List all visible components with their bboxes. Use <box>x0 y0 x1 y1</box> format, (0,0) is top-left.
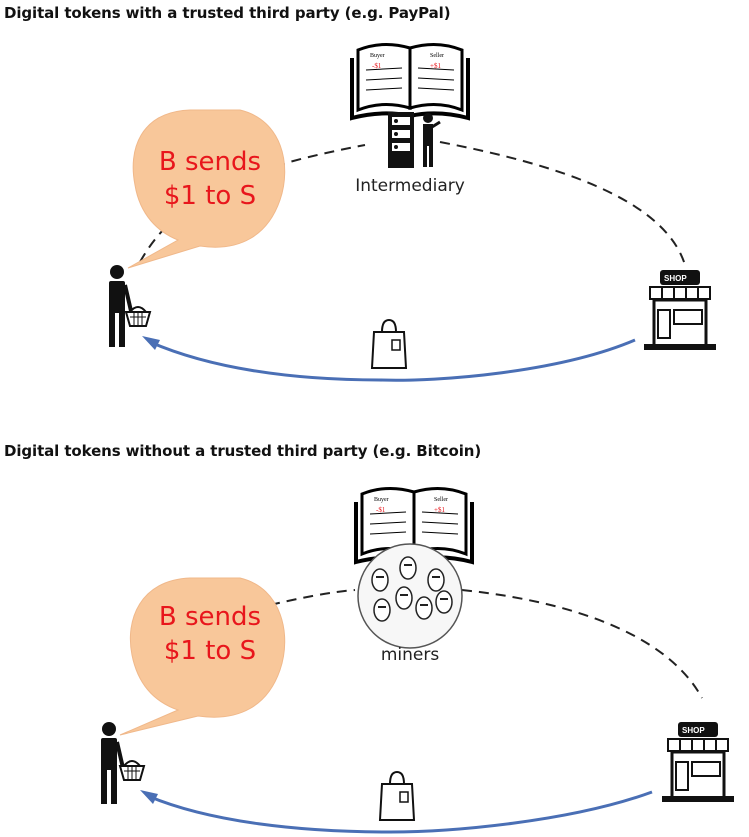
bubble-line-2: $1 to S <box>163 181 257 211</box>
ledger-seller-label: Seller <box>430 53 444 59</box>
bubble-line-1: B sends <box>158 602 262 632</box>
ledger-debit-value: -$1 <box>372 62 382 70</box>
miners-group-icon <box>357 543 463 649</box>
diagram-trusted-third-party: Buyer Seller -$1 +$1 <box>109 43 716 382</box>
shop-icon: SHOP <box>644 270 716 350</box>
shopping-bag-icon <box>378 770 416 821</box>
shop-sign-text: SHOP <box>664 274 687 283</box>
intermediary-label: Intermediary <box>355 176 465 196</box>
buyer-person-icon <box>101 722 125 804</box>
shopping-basket-icon <box>118 760 146 781</box>
goods-transfer-arrowhead <box>140 790 158 804</box>
bubble-line-2: $1 to S <box>163 636 257 666</box>
ledger-book-icon: Buyer Seller -$1 +$1 <box>350 43 470 121</box>
ledger-buyer-label: Buyer <box>370 53 385 59</box>
speech-bubble <box>119 577 286 736</box>
diagram-no-trusted-third-party: Buyer Seller -$1 +$1 <box>101 487 734 834</box>
ledger-credit-value: +$1 <box>434 506 445 514</box>
goods-transfer-arrowhead <box>142 336 160 350</box>
ledger-credit-value: +$1 <box>430 62 441 70</box>
goods-transfer-arrow <box>147 790 653 834</box>
ledger-buyer-label: Buyer <box>374 497 389 503</box>
shop-icon: SHOP <box>662 722 734 802</box>
panel-trusted-third-party: Digital tokens with a trusted third part… <box>0 0 749 400</box>
goods-transfer-arrow <box>149 338 636 382</box>
ledger-debit-value: -$1 <box>376 506 386 514</box>
intermediary-server-icon <box>388 112 414 168</box>
speech-bubble <box>127 109 286 269</box>
dashed-connection-line <box>269 589 703 699</box>
miners-label: miners <box>380 645 440 665</box>
bubble-line-1: B sends <box>158 147 262 177</box>
panel-title: Digital tokens with a trusted third part… <box>4 4 451 22</box>
shopping-basket-icon <box>124 306 152 327</box>
speech-bubble-text: B sends $1 to S <box>135 600 285 668</box>
shop-sign-text: SHOP <box>682 726 705 735</box>
speech-bubble-text: B sends $1 to S <box>135 145 285 213</box>
ledger-book-icon: Buyer Seller -$1 +$1 <box>354 487 474 565</box>
ledger-seller-label: Seller <box>434 497 448 503</box>
panel-title: Digital tokens without a trusted third p… <box>4 442 482 460</box>
shopping-bag-icon <box>370 318 408 369</box>
buyer-person-icon <box>109 265 133 347</box>
panel-no-trusted-third-party: Digital tokens without a trusted third p… <box>0 430 749 837</box>
intermediary-person-icon <box>423 113 441 167</box>
